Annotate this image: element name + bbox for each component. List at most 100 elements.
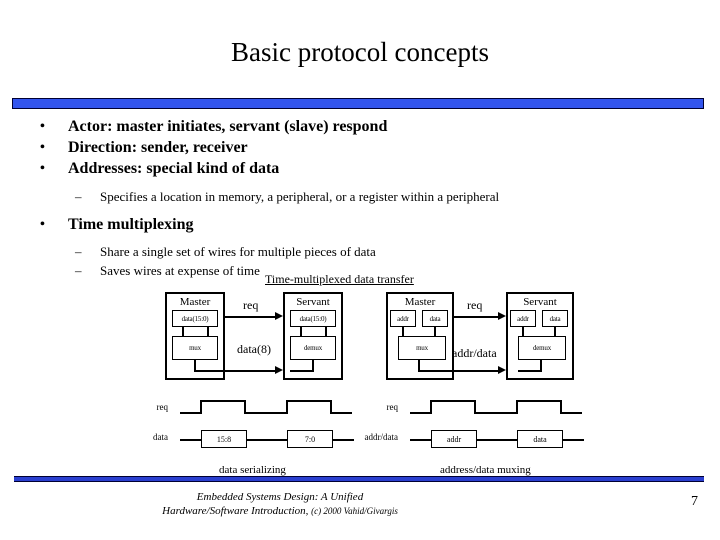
right-bus-servant-riser [540,360,542,372]
right-req-wave-low-1 [474,412,518,414]
left-req-wire [225,316,275,318]
left-req-wave-rise-1 [200,400,202,414]
right-req-wave-rise-2 [516,400,518,414]
right-data-wave-0 [410,439,432,441]
footer-copyright: (c) 2000 Vahid/Givargis [311,506,398,516]
right-data-wave-1 [476,439,518,441]
right-req-wave-fall-1 [474,400,476,414]
right-master-pin-2 [434,327,436,336]
left-req-wave-low-1 [244,412,288,414]
right-servant-pin-2 [554,327,556,336]
left-data-wave-0 [180,439,202,441]
right-req-label: req [467,298,483,312]
right-master-pin-1 [402,327,404,336]
left-req-wave-low-0 [180,412,202,414]
left-data-value-box-1: 15:8 [201,430,247,448]
left-timing-req-label: req [156,402,169,412]
title-divider-bar [12,98,704,109]
right-req-wave-fall-2 [560,400,562,414]
bullet-item-actor: • Actor: master initiates, servant (slav… [0,116,720,137]
right-servant-demux: demux [518,336,566,360]
left-data-wave-2 [332,439,354,441]
right-timing-data-label: addr/data [364,432,398,442]
left-req-wave-fall-1 [244,400,246,414]
subbullet-text: Share a single set of wires for multiple… [100,244,376,259]
subbullet-marker: – [75,263,82,278]
left-master-mux: mux [172,336,218,360]
subbullet-text: Specifies a location in memory, a periph… [100,189,500,204]
bullet-item-time-multiplexing: • Time multiplexing [0,214,720,235]
right-req-wave-rise-1 [430,400,432,414]
left-bus-riser [194,360,196,372]
footer-line-1: Embedded Systems Design: A Unified [196,491,364,503]
left-bus-arrow-icon [275,366,283,374]
footer-line-2: Hardware/Software Introduction, [162,505,309,517]
left-master-pin-1 [182,327,184,336]
left-servant-title: Servant [296,296,330,308]
left-servant-demux: demux [290,336,336,360]
subbullet-item-specifies: – Specifies a location in memory, a peri… [0,187,720,206]
figure-time-multiplexed-transfer: Time-multiplexed data transfer Master da… [0,272,720,476]
right-req-wave-low-0 [410,412,432,414]
right-data-wave-2 [562,439,584,441]
left-req-wave-rise-2 [286,400,288,414]
right-servant-addr-register: addr [510,310,536,327]
left-servant-pin-2 [325,327,327,336]
bullet-item-direction: • Direction: sender, receiver [0,137,720,158]
left-data-wave-1 [246,439,288,441]
footer-divider-bar [14,476,704,482]
right-data-value-box-2: data [517,430,563,448]
left-master-title: Master [179,296,211,308]
bullet-list: • Actor: master initiates, servant (slav… [0,116,720,280]
right-master-data-register: data [422,310,448,327]
right-req-wire [454,316,498,318]
left-timing-data-label: data [153,432,168,442]
left-servant-data-register: data(15:0) [290,310,336,327]
right-req-arrow-icon [498,312,506,320]
left-bus-servant-riser [312,360,314,372]
subbullet-text: Saves wires at expense of time [100,263,260,278]
page-number: 7 [691,494,698,509]
figure-caption: Time-multiplexed data transfer [265,272,414,286]
right-bus-servant-wire [518,370,542,372]
subbullet-marker: – [75,189,82,204]
left-req-arrow-icon [275,312,283,320]
right-bus-wire [418,370,498,372]
right-req-wave-high-2 [516,400,562,402]
right-req-wave-high-1 [430,400,476,402]
left-req-wave-high-1 [200,400,246,402]
right-req-wave-low-2 [560,412,582,414]
subbullet-marker: – [75,244,82,259]
footer: Embedded Systems Design: A Unified Hardw… [0,490,560,518]
left-master-data-register: data(15:0) [172,310,218,327]
bullet-marker: • [40,119,45,134]
right-servant-pin-1 [522,327,524,336]
right-bus-riser [418,360,420,372]
bullet-item-addresses: • Addresses: special kind of data [0,158,720,179]
left-bus-wire [194,370,275,372]
right-timing-req-label: req [386,402,399,412]
left-req-wave-low-2 [330,412,352,414]
subbullet-item-saves-wires: – Saves wires at expense of time [0,261,720,280]
right-data-value-box-1: addr [431,430,477,448]
right-master-mux: mux [398,336,446,360]
bullet-marker: • [40,217,45,232]
page-title: Basic protocol concepts [231,37,489,67]
left-req-wave-fall-2 [330,400,332,414]
subbullet-item-share-wires: – Share a single set of wires for multip… [0,242,720,261]
right-sub-caption: address/data muxing [440,464,531,476]
bullet-marker: • [40,161,45,176]
left-servant-pin-1 [300,327,302,336]
right-bus-arrow-icon [498,366,506,374]
right-bus-label: addr/data [452,346,497,360]
left-bus-servant-wire [290,370,314,372]
bullet-text: Addresses: special kind of data [68,160,280,177]
left-req-wave-high-2 [286,400,332,402]
bullet-text: Actor: master initiates, servant (slave)… [68,118,388,135]
left-req-label: req [243,298,259,312]
bullet-text: Direction: sender, receiver [68,139,248,156]
left-bus-label: data(8) [237,342,271,356]
right-servant-title: Servant [523,296,557,308]
left-master-pin-2 [207,327,209,336]
left-data-value-box-2: 7:0 [287,430,333,448]
